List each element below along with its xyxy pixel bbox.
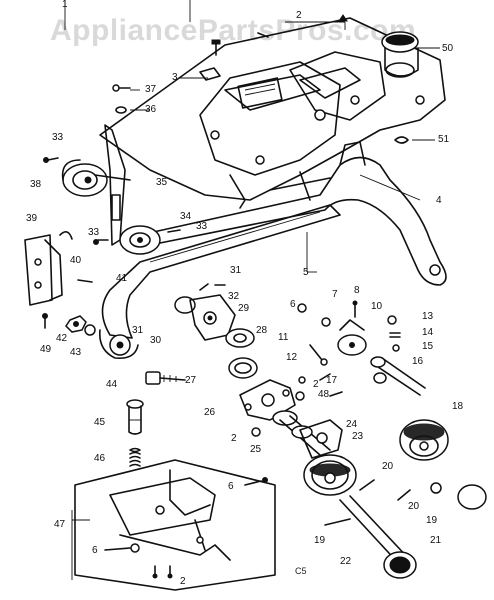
callout-13: 13 [422, 311, 434, 322]
callout-4: 4 [436, 195, 442, 206]
callout-36: 36 [145, 104, 157, 115]
callout-27: 27 [185, 375, 197, 386]
callout-10: 10 [371, 301, 383, 312]
callout-34: 34 [180, 211, 192, 222]
callout-5: 5 [303, 267, 309, 278]
part-28-washer [225, 328, 255, 348]
callout-37: 37 [145, 84, 157, 95]
callout-15: 15 [422, 341, 434, 352]
part-47-bracket [74, 459, 276, 591]
callout-29: 29 [238, 303, 250, 314]
callout-22: 22 [340, 556, 352, 567]
callout-2c: 2 [231, 433, 237, 444]
callout-2a: 2 [296, 10, 302, 21]
callout-41: 41 [116, 273, 128, 284]
part-39-bracket [24, 231, 73, 306]
callout-30: 30 [150, 335, 162, 346]
part-18-gear [399, 419, 449, 461]
part-45-pin [126, 399, 144, 435]
callout-33a: 33 [52, 132, 64, 143]
part-12-pin [309, 344, 328, 366]
callout-8: 8 [354, 285, 360, 296]
callout-23: 23 [352, 431, 364, 442]
callout-20a: 20 [382, 461, 394, 472]
callout-14: 14 [422, 327, 434, 338]
callout-21: 21 [430, 535, 442, 546]
part-4-lever [139, 141, 447, 286]
callout-45: 45 [94, 417, 106, 428]
part-51-clip [394, 136, 409, 144]
callout-49: 49 [40, 344, 52, 355]
callout-31a: 31 [230, 265, 242, 276]
part-19-washer [324, 479, 442, 526]
callout-16: 16 [412, 356, 424, 367]
callout-20b: 20 [408, 501, 420, 512]
callout-19b: 19 [314, 535, 326, 546]
part-26-gear-plate [239, 379, 296, 421]
part-38-cam [61, 159, 108, 197]
callout-26: 26 [204, 407, 216, 418]
callout-24: 24 [346, 419, 358, 430]
figure-code: C5 [295, 566, 307, 576]
callout-25: 25 [250, 444, 262, 455]
callout-43: 43 [70, 347, 82, 358]
part-27-bushing [228, 357, 258, 379]
part-16-shaft [370, 356, 426, 396]
callout-42: 42 [56, 333, 68, 344]
callout-47: 47 [54, 519, 66, 530]
part-29-cam-block [174, 283, 236, 341]
callout-12: 12 [286, 352, 298, 363]
part-10-hub [337, 300, 367, 356]
callout-31b: 31 [132, 325, 144, 336]
callout-39: 39 [26, 213, 38, 224]
callout-6a: 6 [290, 299, 296, 310]
part-44-screw [145, 371, 186, 385]
base-plate-assembly [99, 17, 446, 209]
callout-11: 11 [278, 332, 289, 343]
callout-40: 40 [70, 255, 82, 266]
left-screws [42, 84, 181, 336]
callout-28: 28 [256, 325, 268, 336]
part-25-shaft [272, 410, 331, 456]
callout-50: 50 [442, 43, 454, 54]
callout-17: 17 [326, 375, 338, 386]
part-22-dial [339, 495, 417, 579]
callout-18: 18 [452, 401, 464, 412]
callout-6c: 6 [92, 545, 98, 556]
callout-35: 35 [156, 177, 168, 188]
callout-2b: 2 [313, 379, 319, 390]
part-48-screw [251, 376, 343, 437]
part-46-spring [129, 447, 141, 467]
callout-44: 44 [106, 379, 118, 390]
callout-33b: 33 [196, 221, 208, 232]
part-24-plate [299, 419, 343, 459]
part-5-link-arm [98, 204, 341, 360]
callout-32: 32 [228, 291, 240, 302]
top-screws [199, 14, 348, 81]
part-21-knob [457, 484, 487, 510]
callout-33c: 33 [88, 227, 100, 238]
callout-51: 51 [438, 134, 450, 145]
callout-7: 7 [332, 289, 338, 300]
part-23-gear [303, 454, 357, 496]
callout-1: 1 [62, 0, 68, 10]
callout-2d: 2 [180, 576, 186, 587]
part-50-knob [381, 31, 419, 78]
part-7-washer [321, 317, 331, 327]
callout-38: 38 [30, 179, 42, 190]
callout-19a: 19 [426, 515, 438, 526]
callout-48: 48 [318, 389, 330, 400]
part-34-roller [119, 225, 161, 255]
callout-46: 46 [94, 453, 106, 464]
callout-6b: 6 [228, 481, 234, 492]
callout-3: 3 [172, 72, 178, 83]
right-small-parts [297, 303, 401, 381]
